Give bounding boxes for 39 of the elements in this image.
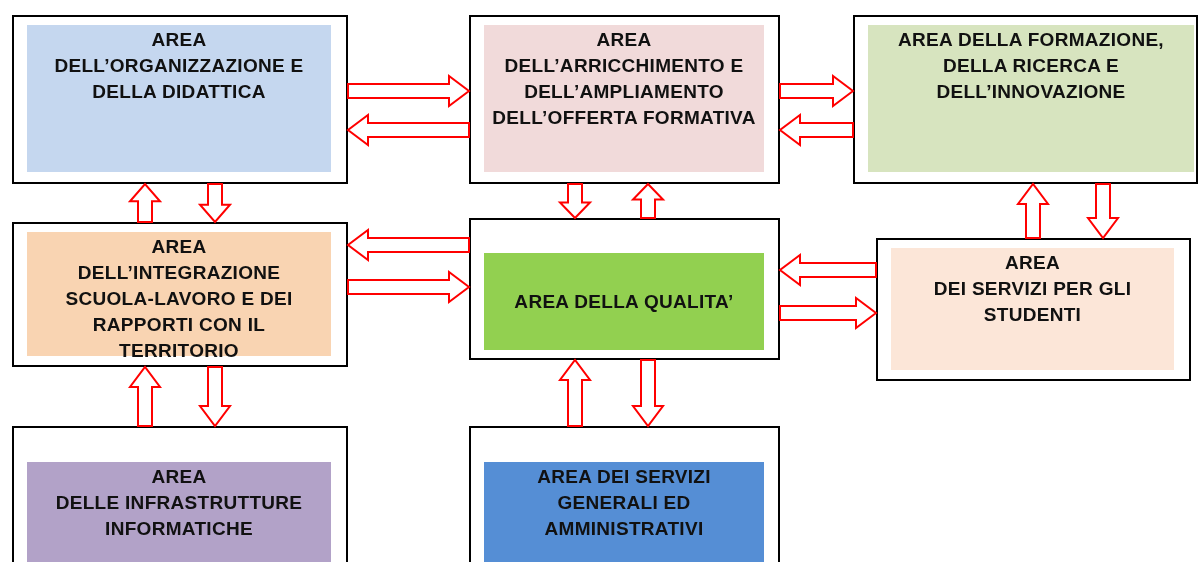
block-arrow <box>198 366 232 428</box>
area-title: AREA DELLA FORMAZIONE, DELLA RICERCA E DELL’INNOVAZIONE <box>897 28 1165 104</box>
block-arrow <box>346 113 470 147</box>
block-arrow <box>127 182 163 223</box>
block-arrow <box>630 182 666 219</box>
area-box <box>469 426 780 562</box>
block-arrow <box>779 296 878 330</box>
area-title: AREA <box>151 28 207 52</box>
block-arrow <box>346 228 470 262</box>
area-title: DELLE INFRASTRUTTURE INFORMATICHE <box>54 491 304 541</box>
block-arrow <box>347 74 471 108</box>
area-box <box>469 218 780 360</box>
block-arrow <box>1016 182 1050 239</box>
area-title: AREA <box>1004 251 1060 275</box>
area-box <box>12 15 348 184</box>
area-title: AREA <box>596 28 652 52</box>
area-box <box>12 222 348 367</box>
area-title: DELL’ARRICCHIMENTO E DELL’AMPLIAMENTO DELL’OFFERTA FORMATIVA <box>492 54 756 130</box>
area-title: DEI SERVIZI PER GLI STUDENTI <box>932 277 1133 327</box>
area-box <box>469 15 780 184</box>
area-title: AREA DEI SERVIZI GENERALI ED AMMINISTRATIVI <box>536 465 712 541</box>
block-arrow <box>557 183 593 220</box>
block-arrow <box>128 365 162 427</box>
area-title: DELL’ORGANIZZAZIONE E DELLA DIDATTICA <box>53 54 305 104</box>
block-arrow <box>778 253 877 287</box>
area-title: AREA <box>151 465 207 489</box>
block-arrow <box>197 183 233 224</box>
area-box <box>853 15 1198 184</box>
area-title: DELL’INTEGRAZIONE SCUOLA-LAVORO E DEI RAPPORTI CON IL TERRITORIO <box>64 261 294 363</box>
block-arrow <box>1086 183 1120 240</box>
block-arrow <box>558 358 592 427</box>
area-box <box>876 238 1191 381</box>
block-arrow <box>778 113 854 147</box>
area-title: AREA DELLA QUALITA’ <box>514 289 734 314</box>
area-box <box>12 426 348 562</box>
block-arrow <box>779 74 855 108</box>
block-arrow <box>347 270 471 304</box>
block-arrow <box>631 359 665 428</box>
area-title: AREA <box>151 235 207 259</box>
